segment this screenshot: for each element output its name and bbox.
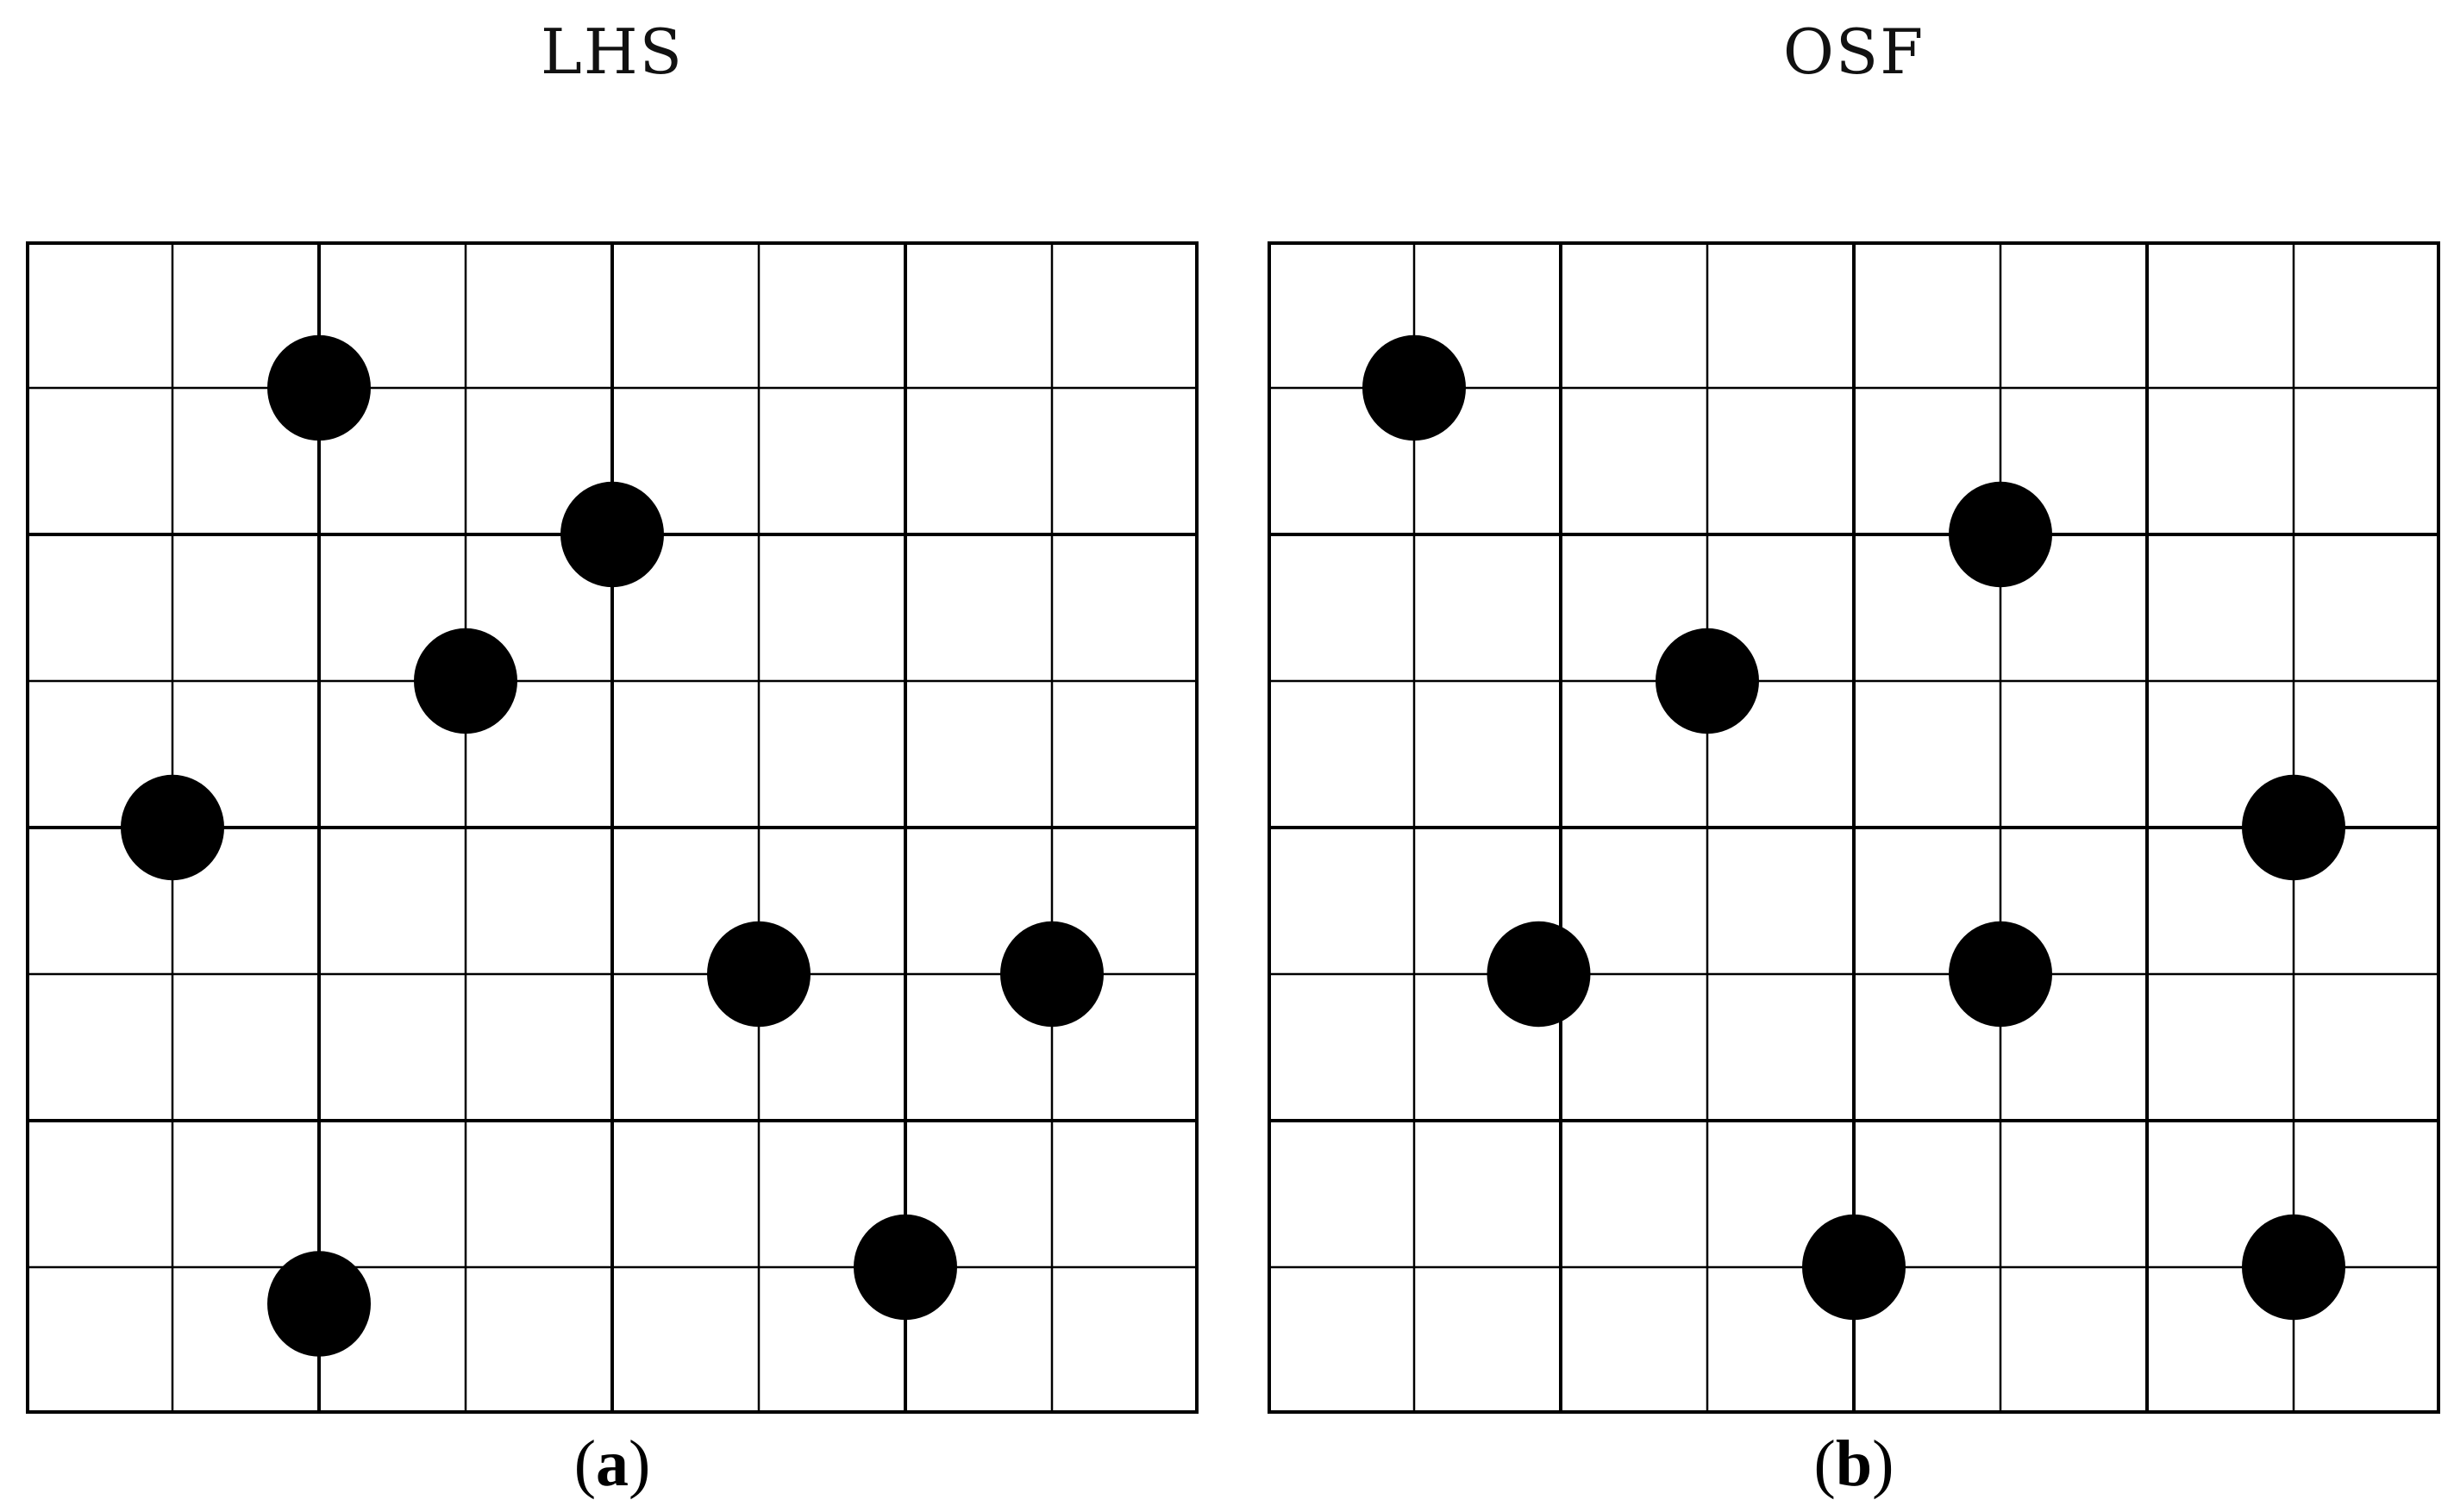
sample-point xyxy=(1656,628,1759,734)
sample-point xyxy=(707,921,811,1028)
sample-point xyxy=(1487,921,1591,1028)
sample-point xyxy=(2242,1214,2345,1321)
caption-close-paren: ) xyxy=(629,1428,651,1500)
panel-lhs: LHS (a) xyxy=(17,0,1207,1512)
grid-lhs xyxy=(26,241,1199,1414)
caption-open-paren: ( xyxy=(573,1428,596,1500)
sample-point xyxy=(1362,334,1466,441)
sample-point xyxy=(854,1214,957,1321)
caption-letter-a: a xyxy=(596,1428,629,1500)
sample-point xyxy=(1802,1214,1906,1321)
caption-open-paren: ( xyxy=(1813,1428,1836,1500)
panel-caption-a: (a) xyxy=(17,1431,1207,1496)
sample-point xyxy=(414,628,517,734)
sample-point xyxy=(2242,774,2345,881)
sample-point xyxy=(1000,921,1104,1028)
caption-letter-b: b xyxy=(1835,1428,1873,1500)
caption-close-paren: ) xyxy=(1872,1428,1894,1500)
sample-point xyxy=(267,1251,371,1357)
panel-title-osf: OSF xyxy=(1782,16,1925,88)
sample-point xyxy=(121,774,224,881)
sample-point xyxy=(267,334,371,441)
sample-point xyxy=(560,481,664,588)
sample-point xyxy=(1949,481,2052,588)
panel-caption-b: (b) xyxy=(1259,1431,2449,1496)
sample-point xyxy=(1949,921,2052,1028)
panel-osf: OSF (b) xyxy=(1259,0,2449,1512)
panel-title-lhs: LHS xyxy=(541,16,684,88)
grid-osf xyxy=(1268,241,2440,1414)
